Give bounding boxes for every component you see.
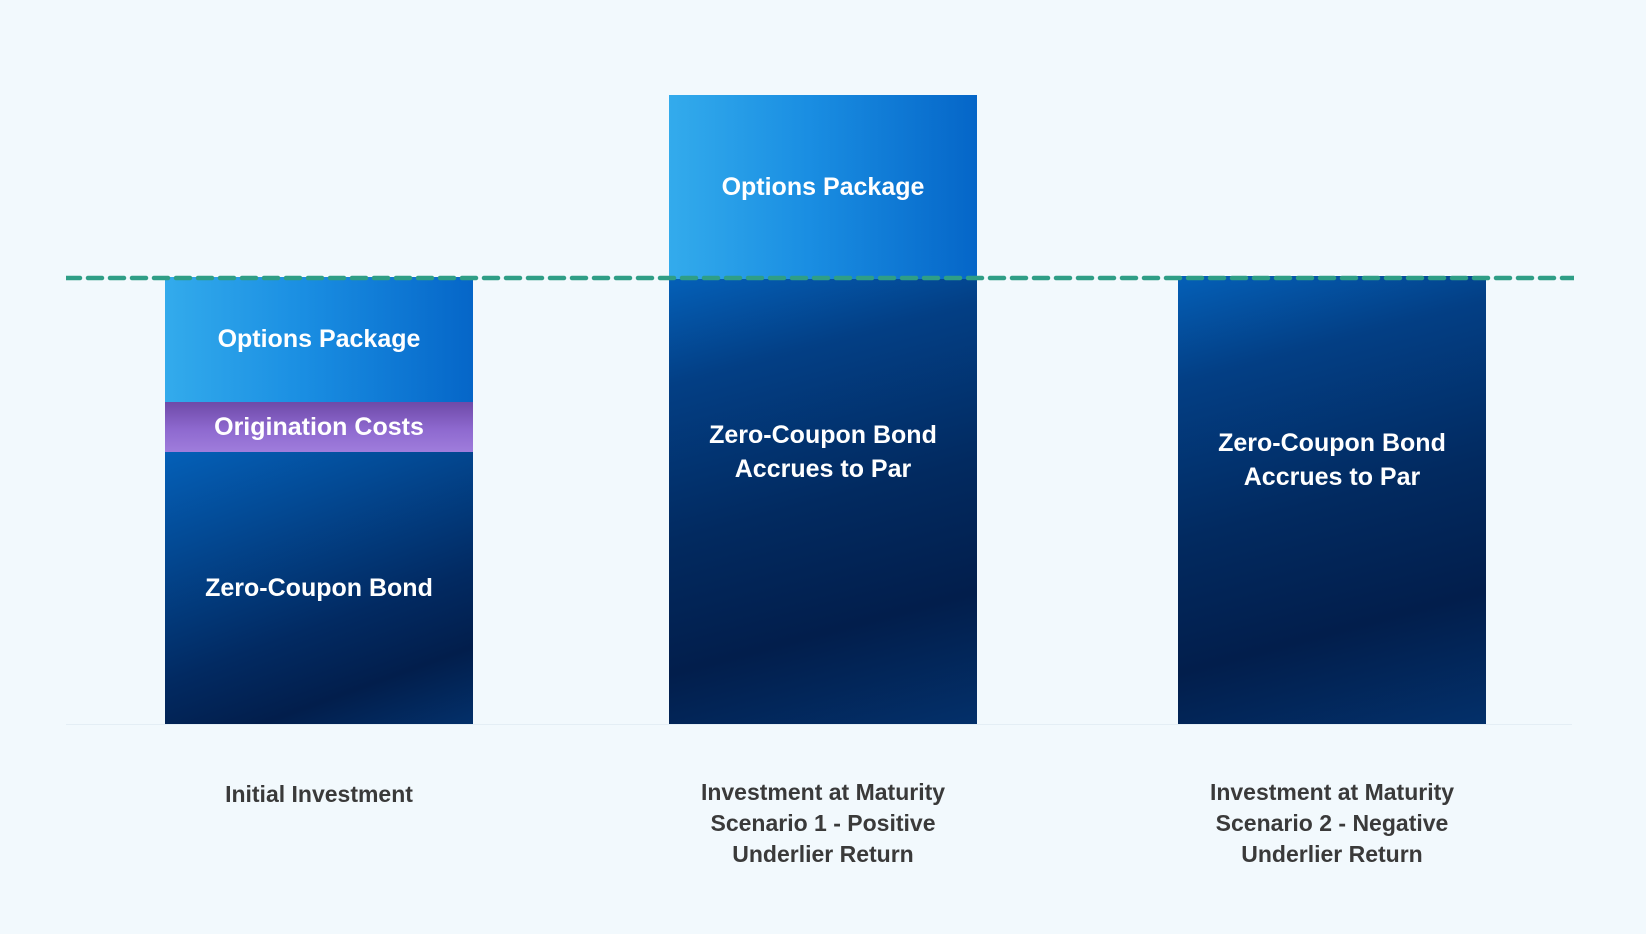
- segment-label: Origination Costs: [214, 412, 424, 441]
- segment-origination-costs: Origination Costs: [165, 402, 473, 452]
- bar-maturity-scenario-2: Zero-Coupon Bond Accrues to Par: [1178, 276, 1486, 724]
- bar-initial-investment: Options Package Origination Costs Zero-C…: [165, 277, 473, 724]
- segment-zero-coupon-bond: Zero-Coupon Bond Accrues to Par: [669, 279, 977, 724]
- label-maturity-scenario-2: Investment at Maturity Scenario 2 - Nega…: [1163, 746, 1501, 870]
- segment-zero-coupon-bond: Zero-Coupon Bond: [165, 452, 473, 724]
- label-initial-investment: Initial Investment: [165, 748, 473, 810]
- segment-label: Options Package: [217, 325, 421, 353]
- segment-label: Options Package: [721, 172, 925, 201]
- segment-label: Zero-Coupon Bond: [205, 574, 433, 602]
- segment-label: Zero-Coupon Bond Accrues to Par: [1218, 429, 1446, 491]
- label-maturity-scenario-1: Investment at Maturity Scenario 1 - Posi…: [654, 746, 992, 870]
- segment-zero-coupon-bond: Zero-Coupon Bond Accrues to Par: [1178, 276, 1486, 724]
- label-text: Initial Investment: [225, 781, 413, 807]
- baseline: [66, 724, 1572, 725]
- bar-maturity-scenario-1: Options Package Zero-Coupon Bond Accrues…: [669, 95, 977, 724]
- label-text: Investment at Maturity Scenario 2 - Nega…: [1209, 779, 1455, 867]
- segment-options-package: Options Package: [669, 95, 977, 279]
- label-text: Investment at Maturity Scenario 1 - Posi…: [700, 779, 946, 867]
- segment-label: Zero-Coupon Bond Accrues to Par: [709, 420, 937, 483]
- par-value-line: [66, 275, 1574, 281]
- segment-options-package: Options Package: [165, 277, 473, 402]
